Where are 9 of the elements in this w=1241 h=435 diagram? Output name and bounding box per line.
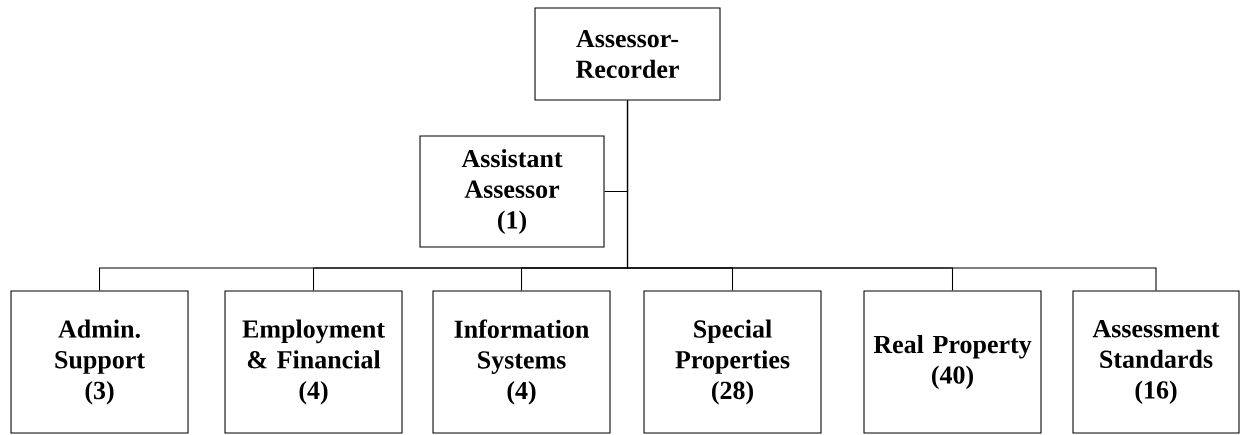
org-box: Admin. Support (3) xyxy=(10,290,189,434)
org-box: Information Systems (4) xyxy=(432,290,611,434)
org-box: Real Property (40) xyxy=(863,290,1042,434)
org-box: Employment & Financial (4) xyxy=(224,290,403,434)
org-box: Assessor-Recorder xyxy=(534,7,721,101)
org-box: Assistant Assessor (1) xyxy=(419,135,605,248)
org-box: Special Properties (28) xyxy=(643,290,822,434)
org-box: Assessment Standards (16) xyxy=(1072,290,1240,434)
connector-line xyxy=(626,100,1157,291)
